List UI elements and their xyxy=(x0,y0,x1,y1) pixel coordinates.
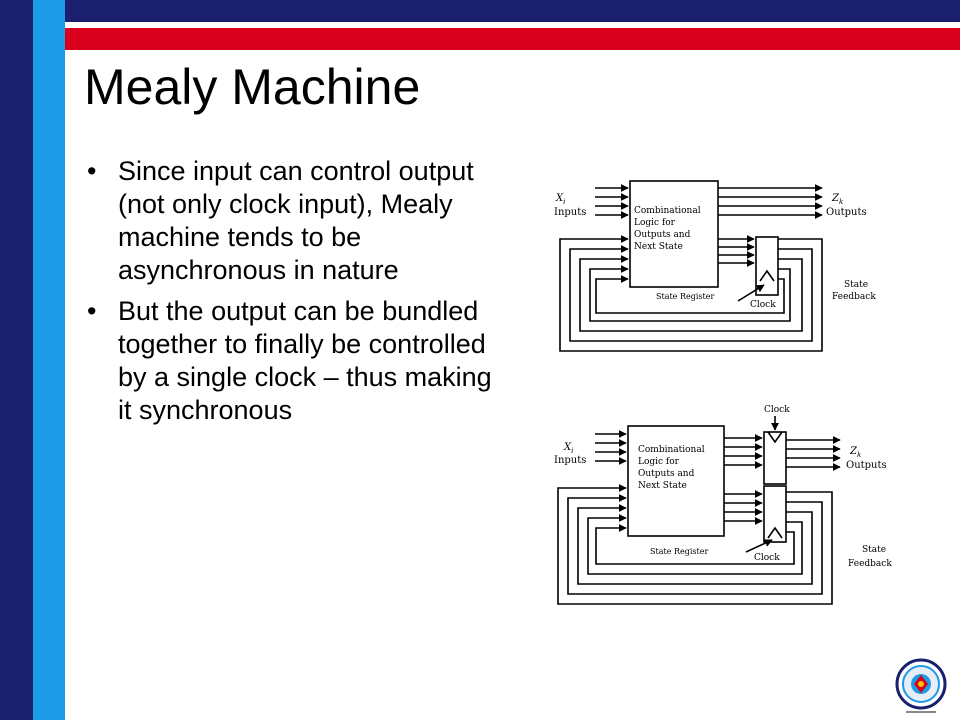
university-seal-icon xyxy=(895,658,947,713)
feedback-label-line: State xyxy=(862,545,886,555)
clock-label-top: Clock xyxy=(764,405,790,415)
left-border-navy xyxy=(0,0,33,720)
logic-label-line: Combinational xyxy=(634,206,701,216)
output-label: Zk xyxy=(849,446,861,459)
logic-label-line: Next State xyxy=(638,481,687,491)
logic-label-line: Logic for xyxy=(634,218,676,228)
left-border-blue xyxy=(33,0,65,720)
state-register-block xyxy=(755,236,779,296)
state-register-block xyxy=(763,485,787,543)
bullet-item: • Since input can control output (not on… xyxy=(84,155,494,287)
logic-label-line: Combinational xyxy=(638,445,705,455)
clock-label-bottom: Clock xyxy=(754,553,780,563)
output-register-block xyxy=(763,431,787,485)
logic-label-line: Next State xyxy=(634,242,683,252)
feedback-label-line: Feedback xyxy=(832,292,876,302)
feedback-label-line: State xyxy=(844,280,868,290)
output-label-text: Outputs xyxy=(846,460,887,471)
feedback-label-line: Feedback xyxy=(848,559,892,569)
logic-label-line: Outputs and xyxy=(634,230,691,240)
bullet-item: • But the output can be bundled together… xyxy=(84,295,494,427)
mealy-async-diagram: Xi Inputs Zk Outputs Combinational Logic… xyxy=(554,180,876,352)
state-register-label: State Register xyxy=(650,547,708,556)
state-register-label: State Register xyxy=(656,292,714,301)
clock-label: Clock xyxy=(750,300,776,310)
output-label: Zk xyxy=(831,193,843,206)
logic-block xyxy=(627,425,725,537)
input-label: Xi xyxy=(563,442,573,455)
bullet-text: Since input can control output (not only… xyxy=(118,156,474,285)
top-border-red xyxy=(65,28,960,50)
bullet-list: • Since input can control output (not on… xyxy=(84,155,494,435)
bullet-text: But the output can be bundled together t… xyxy=(118,296,492,425)
top-border-navy xyxy=(65,0,960,22)
bullet-dot: • xyxy=(87,296,97,326)
logic-block xyxy=(629,180,719,288)
input-label-text: Inputs xyxy=(554,455,586,466)
slide-title: Mealy Machine xyxy=(84,59,421,115)
input-label: Xi xyxy=(555,193,565,206)
logic-label-line: Logic for xyxy=(638,457,680,467)
logic-label-line: Outputs and xyxy=(638,469,695,479)
output-label-text: Outputs xyxy=(826,207,867,218)
mealy-sync-diagram: Clock Xi Inputs Zk Outputs Combinational… xyxy=(554,405,892,605)
input-label-text: Inputs xyxy=(554,207,586,218)
bullet-dot: • xyxy=(87,156,97,186)
